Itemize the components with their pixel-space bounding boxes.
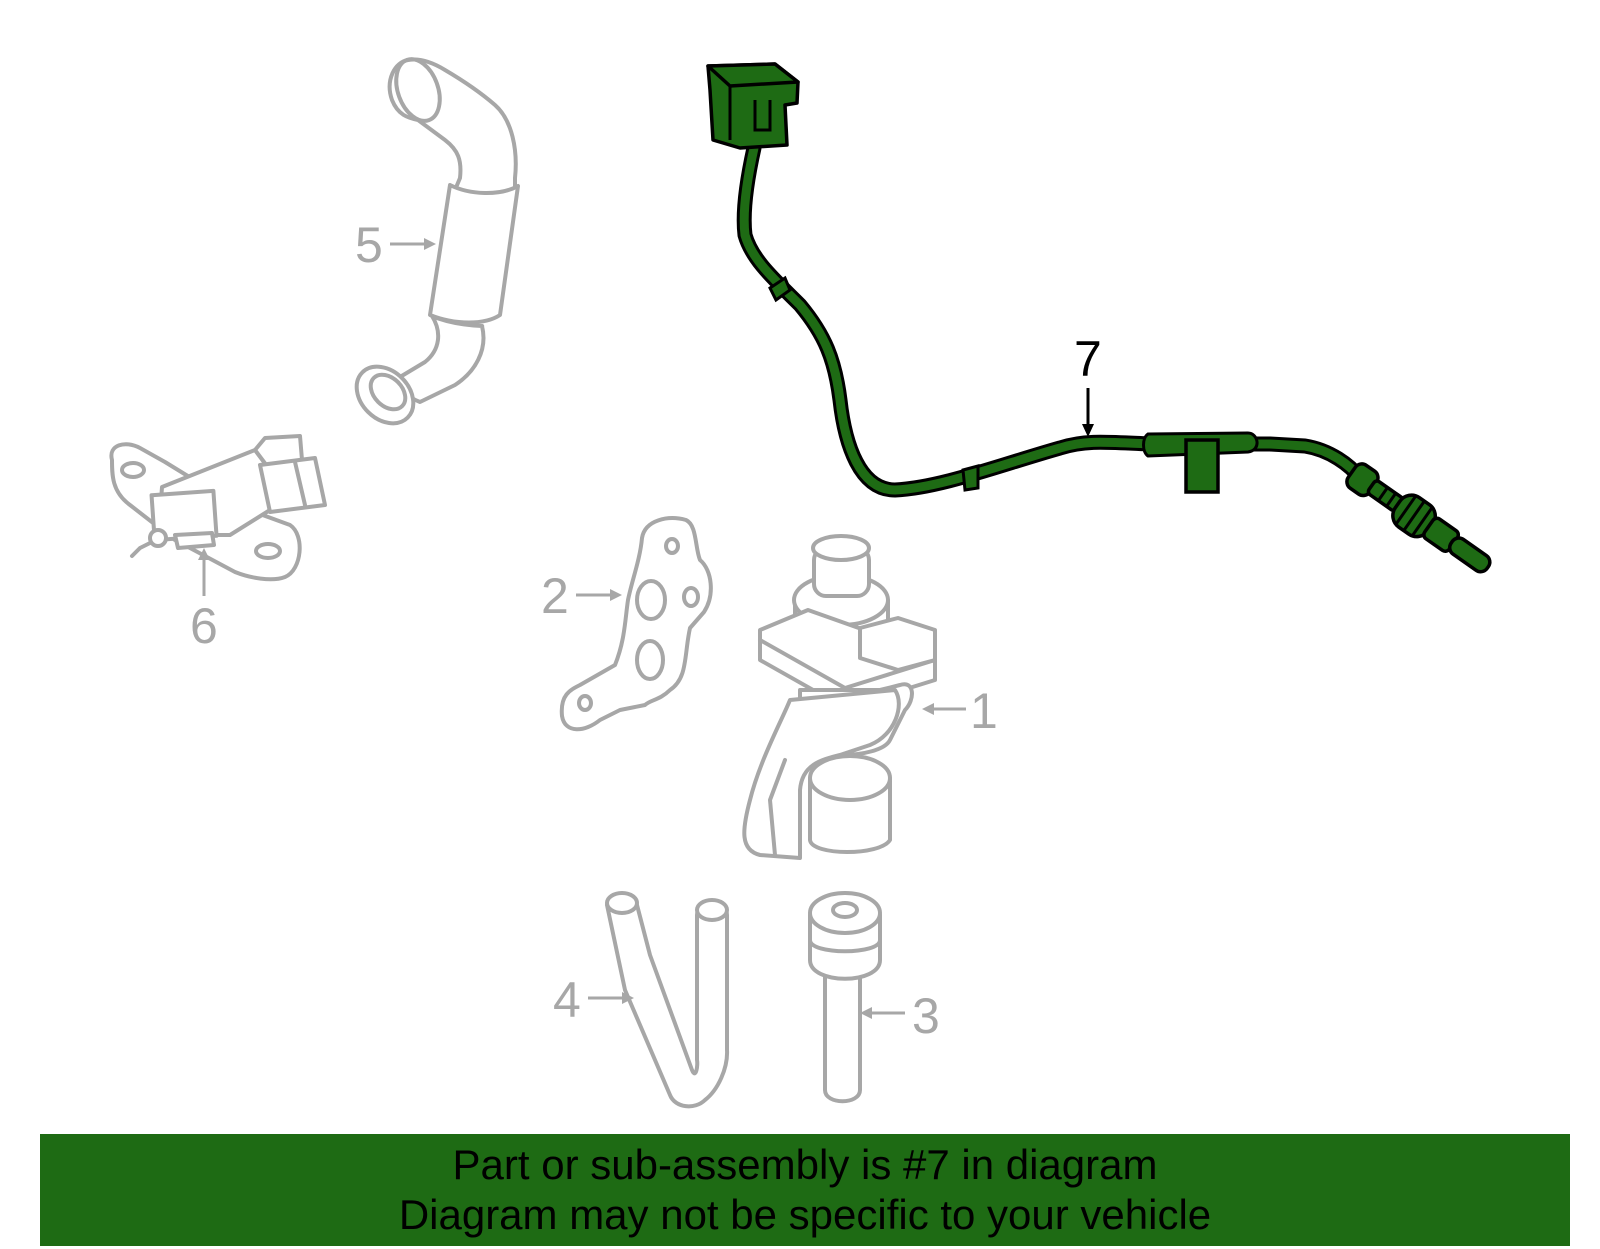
callout-5: 5 — [355, 217, 436, 273]
callout-6-arrowhead — [198, 548, 210, 560]
part-1-valve[interactable] — [742, 534, 937, 860]
callout-6: 6 — [190, 548, 218, 654]
callout-2-label: 2 — [541, 568, 569, 624]
banner-line-1: Part or sub-assembly is #7 in diagram — [452, 1141, 1158, 1188]
callout-7-arrowhead — [1082, 424, 1094, 437]
callout-7-label: 7 — [1074, 331, 1102, 387]
callout-1: 1 — [922, 683, 998, 739]
callout-3: 3 — [860, 988, 940, 1044]
callout-4-label: 4 — [553, 972, 581, 1028]
callout-6-label: 6 — [190, 598, 218, 654]
callout-3-arrowhead — [860, 1007, 872, 1019]
callout-1-label: 1 — [970, 683, 998, 739]
banner-line-2: Diagram may not be specific to your vehi… — [398, 1191, 1212, 1238]
callout-7: 7 — [1074, 331, 1102, 437]
callout-5-label: 5 — [355, 217, 383, 273]
info-banner: Part or sub-assembly is #7 in diagram Di… — [40, 1134, 1570, 1246]
part-7-oxygen-sensor[interactable] — [706, 62, 1498, 582]
callout-4-arrowhead — [622, 992, 634, 1004]
part-5-hose[interactable] — [345, 53, 520, 435]
callout-4: 4 — [553, 972, 634, 1028]
callout-3-label: 3 — [912, 988, 940, 1044]
callout-2: 2 — [541, 568, 622, 624]
callout-1-arrowhead — [922, 703, 934, 715]
part-6-solenoid[interactable] — [109, 434, 327, 582]
part-4-hose[interactable] — [605, 891, 730, 1109]
part-3-cap[interactable] — [808, 891, 882, 1104]
callout-5-arrowhead — [424, 238, 436, 250]
part-2-gasket[interactable] — [559, 516, 713, 732]
callout-2-arrowhead — [610, 589, 622, 601]
